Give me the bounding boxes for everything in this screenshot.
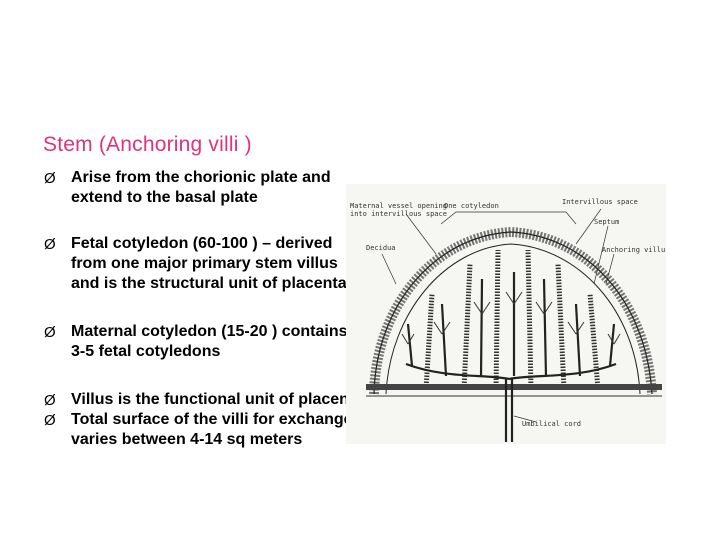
- bullet-text: Maternal cotyledon (15-20 ) contains 3-5…: [71, 323, 348, 360]
- villus-branches: [401, 291, 621, 345]
- bullet-text: Total surface of the villi for exchange …: [71, 411, 353, 448]
- stem-villi: [405, 272, 617, 442]
- bullet-item: Ø Total surface of the villi for exchang…: [44, 410, 364, 450]
- label-decidua: Decidua: [366, 244, 396, 252]
- label-into-space: into intervillous space: [350, 210, 447, 218]
- label-septum: Septum: [594, 218, 619, 226]
- placenta-diagram: Maternal vessel opening into intervillou…: [346, 184, 666, 444]
- bullet-arrow-icon: Ø: [44, 412, 56, 429]
- label-one-cotyledon: One cotyledon: [444, 202, 499, 210]
- label-intervillous-space: Intervillous space: [562, 198, 638, 206]
- bullet-text: Villus is the functional unit of placent…: [71, 391, 364, 408]
- septa: [423, 249, 601, 390]
- label-anchoring-villus: Anchoring villus: [602, 246, 666, 254]
- bullet-arrow-icon: Ø: [44, 170, 56, 187]
- placenta-diagram-svg: Maternal vessel opening into intervillou…: [350, 198, 666, 442]
- bullet-text: Fetal cotyledon (60-100 ) – derived from…: [71, 235, 347, 292]
- bullet-item: Ø Fetal cotyledon (60-100 ) – derived fr…: [44, 234, 364, 294]
- bullet-item: Ø Maternal cotyledon (15-20 ) contains 3…: [44, 322, 364, 362]
- bullet-text: Arise from the chorionic plate and exten…: [71, 169, 331, 206]
- bullet-list: Ø Arise from the chorionic plate and ext…: [44, 168, 364, 450]
- bullet-arrow-icon: Ø: [44, 236, 56, 253]
- label-maternal-vessel: Maternal vessel opening: [350, 202, 447, 210]
- bullet-item: Ø Arise from the chorionic plate and ext…: [44, 168, 364, 208]
- bullet-item: Ø Villus is the functional unit of place…: [44, 390, 364, 410]
- label-umbilical-cord: Umbilical cord: [522, 420, 581, 428]
- bullet-arrow-icon: Ø: [44, 324, 56, 341]
- slide-title: Stem (Anchoring villi ): [43, 133, 252, 156]
- basal-plate: [366, 384, 662, 390]
- bullet-arrow-icon: Ø: [44, 392, 56, 409]
